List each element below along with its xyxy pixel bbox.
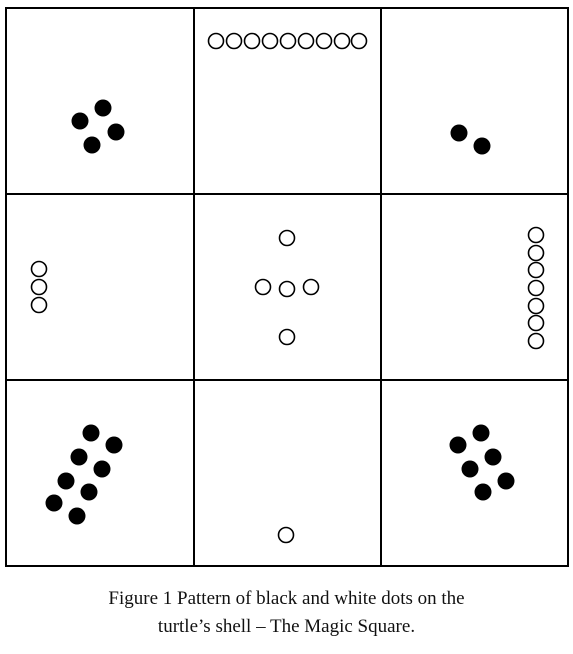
white-dot xyxy=(225,32,243,50)
black-dot xyxy=(105,436,123,454)
black-dot xyxy=(80,483,98,501)
caption-line-2: turtle’s shell – The Magic Square. xyxy=(157,616,416,637)
black-dot xyxy=(82,424,100,442)
white-dot xyxy=(527,279,545,297)
cell-1-2-dots xyxy=(527,226,545,350)
black-dot xyxy=(71,112,89,130)
white-dot xyxy=(277,526,295,544)
magic-square-grid xyxy=(5,7,569,567)
white-dot xyxy=(350,32,368,50)
black-dot xyxy=(484,448,502,466)
black-dot xyxy=(68,507,86,525)
white-dot xyxy=(30,296,48,314)
black-dot xyxy=(94,99,112,117)
white-dot xyxy=(333,32,351,50)
cell-2-2-dots xyxy=(449,424,515,501)
white-dot xyxy=(30,260,48,278)
white-dot xyxy=(527,314,545,332)
grid-border xyxy=(5,7,569,567)
white-dot xyxy=(30,278,48,296)
figure-caption: Figure 1 Pattern of black and white dots… xyxy=(0,585,573,641)
white-dot xyxy=(207,32,225,50)
black-dot xyxy=(57,472,75,490)
black-dot xyxy=(461,460,479,478)
white-dot xyxy=(527,261,545,279)
black-dot xyxy=(450,124,468,142)
black-dot xyxy=(83,136,101,154)
cell-2-1-dots xyxy=(277,526,295,544)
white-dot xyxy=(278,280,296,298)
black-dot xyxy=(45,494,63,512)
black-dot xyxy=(472,424,490,442)
cell-0-2-dots xyxy=(450,124,491,155)
cell-0-1-dots xyxy=(207,32,368,50)
black-dot xyxy=(474,483,492,501)
white-dot xyxy=(527,226,545,244)
white-dot xyxy=(243,32,261,50)
cell-0-0-dots xyxy=(71,99,125,154)
cell-1-1-dots xyxy=(254,229,320,346)
black-dot xyxy=(93,460,111,478)
white-dot xyxy=(527,244,545,262)
white-dot xyxy=(278,328,296,346)
white-dot xyxy=(527,297,545,315)
white-dot xyxy=(261,32,279,50)
white-dot xyxy=(279,32,297,50)
white-dot xyxy=(297,32,315,50)
white-dot xyxy=(302,278,320,296)
cell-2-0-dots xyxy=(45,424,123,525)
caption-line-1: Figure 1 Pattern of black and white dots… xyxy=(108,588,465,609)
black-dot xyxy=(107,123,125,141)
black-dot xyxy=(473,137,491,155)
magic-square-diagram xyxy=(5,7,569,567)
cell-1-0-dots xyxy=(30,260,48,314)
white-dot xyxy=(527,332,545,350)
white-dot xyxy=(315,32,333,50)
magic-square-dots xyxy=(30,32,545,544)
black-dot xyxy=(449,436,467,454)
black-dot xyxy=(497,472,515,490)
white-dot xyxy=(254,278,272,296)
white-dot xyxy=(278,229,296,247)
black-dot xyxy=(70,448,88,466)
